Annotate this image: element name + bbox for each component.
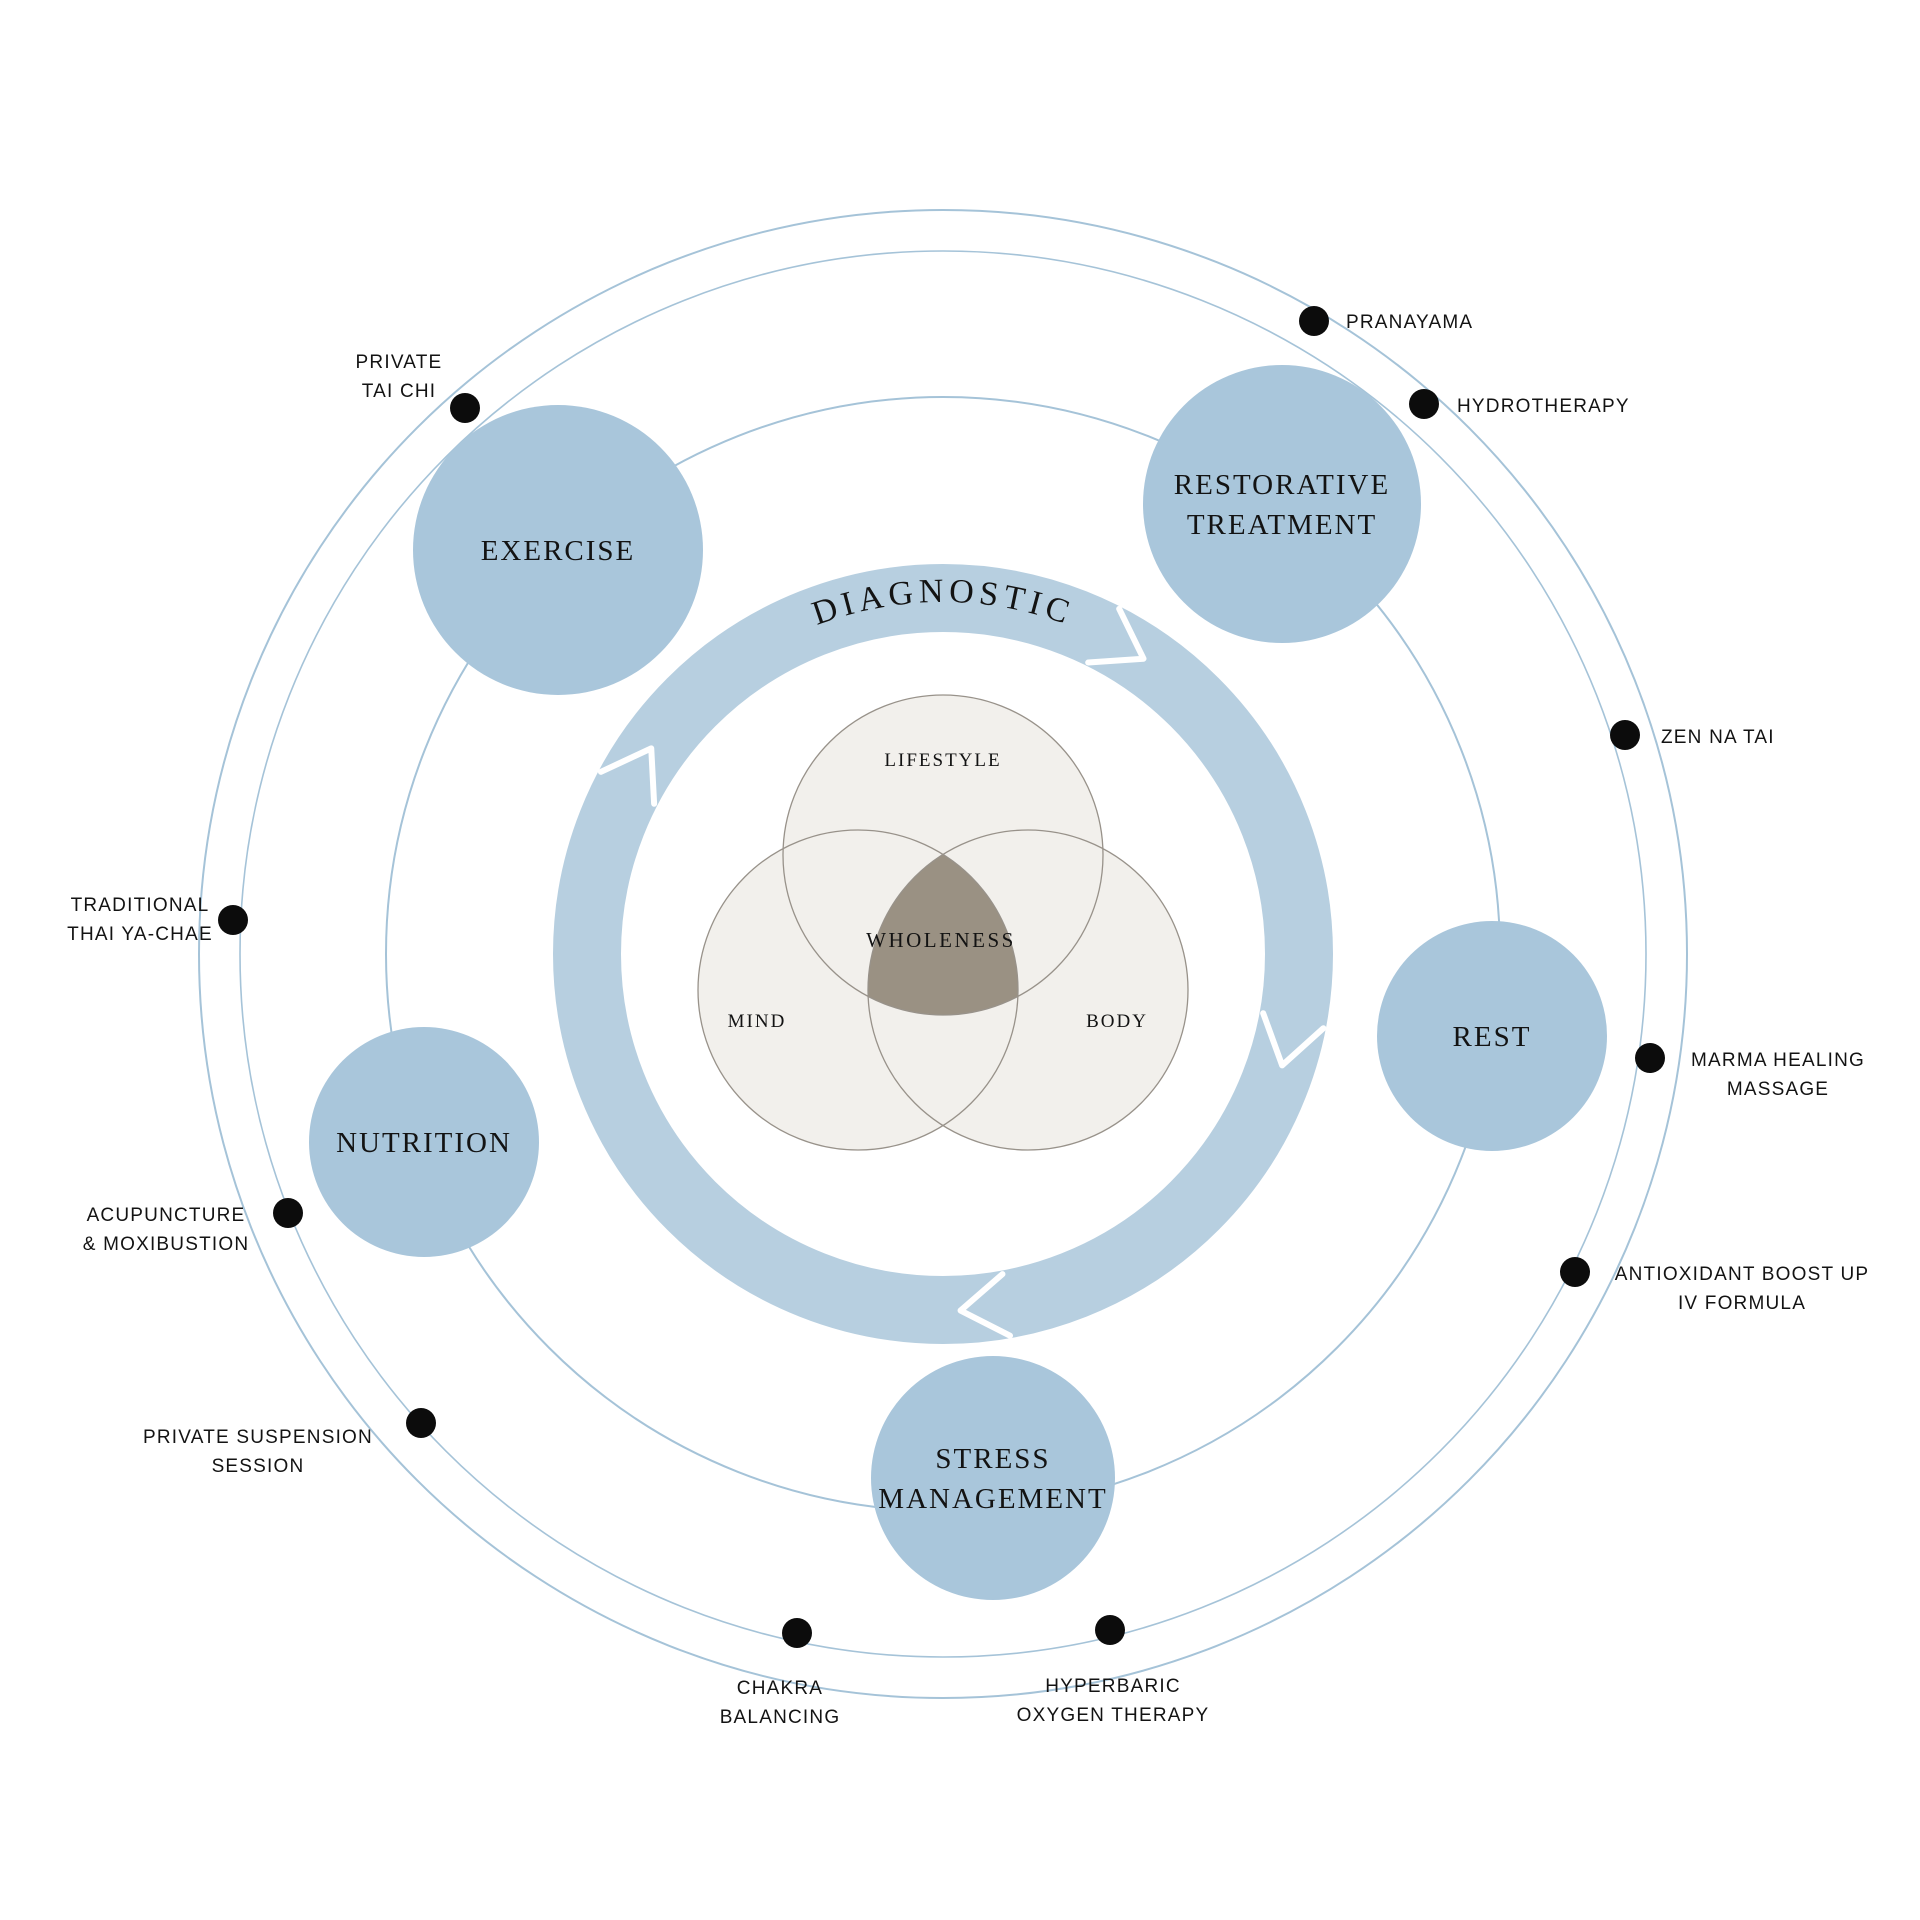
restorative-treatment-label-line: RESTORATIVE	[1174, 469, 1390, 501]
pranayama-label: PRANAYAMA	[1346, 312, 1473, 333]
hyperbaric-oxygen-therapy-dot	[1095, 1615, 1125, 1645]
satellite-chakra-balancing: CHAKRA BALANCING	[720, 1618, 841, 1728]
satellite-hydrotherapy: HYDROTHERAPY	[1409, 389, 1630, 419]
chakra-balancing-label: CHAKRA BALANCING	[720, 1678, 841, 1728]
stress-management-label-line: MANAGEMENT	[878, 1483, 1107, 1515]
private-tai-chi-dot	[450, 393, 480, 423]
hyperbaric-oxygen-therapy-label-line: OXYGEN THERAPY	[1017, 1705, 1210, 1726]
satellite-marma-healing-massage: MARMA HEALING MASSAGE	[1635, 1043, 1865, 1100]
outer-orbit	[198, 209, 1688, 1699]
antioxidant-boost-up-iv-formula-label-line: IV FORMULA	[1678, 1293, 1806, 1314]
pranayama-label-line: PRANAYAMA	[1346, 312, 1473, 333]
chakra-balancing-label-line: CHAKRA	[737, 1678, 823, 1699]
exercise-circle	[413, 405, 703, 695]
category-rest: REST	[1377, 921, 1607, 1151]
category-restorative-treatment: RESTORATIVE TREATMENT	[1143, 365, 1421, 643]
exercise-label-line: EXERCISE	[481, 535, 636, 567]
venn-label-lifestyle: LIFESTYLE	[884, 750, 1001, 771]
zen-na-tai-label: ZEN NA TAI	[1661, 727, 1775, 748]
satellite-private-tai-chi: PRIVATE TAI CHI	[356, 352, 480, 423]
marma-healing-massage-label: MARMA HEALING MASSAGE	[1691, 1050, 1865, 1100]
marma-healing-massage-label-line: MARMA HEALING	[1691, 1050, 1865, 1071]
hydrotherapy-dot	[1409, 389, 1439, 419]
chakra-balancing-label-line: BALANCING	[720, 1707, 841, 1728]
satellite-antioxidant-boost-up-iv-formula: ANTIOXIDANT BOOST UP IV FORMULA	[1560, 1257, 1870, 1314]
zen-na-tai-dot	[1610, 720, 1640, 750]
diagnostic-ring-layer: DIAGNOSTIC	[553, 564, 1333, 1344]
second-orbit	[239, 250, 1647, 1658]
private-suspension-session-label: PRIVATE SUSPENSION SESSION	[143, 1427, 373, 1477]
traditional-thai-ya-chae-label-line: TRADITIONAL	[71, 895, 210, 916]
satellite-zen-na-tai: ZEN NA TAI	[1610, 720, 1775, 750]
restorative-treatment-label-line: TREATMENT	[1187, 509, 1377, 541]
exercise-label: EXERCISE	[481, 535, 636, 567]
restorative-treatment-label: RESTORATIVE TREATMENT	[1174, 469, 1390, 541]
mind-circle-outline	[697, 829, 1019, 1151]
satellite-acupuncture-moxibustion: ACUPUNCTURE & MOXIBUSTION	[83, 1198, 303, 1255]
wholeness-label: WHOLENESS	[866, 928, 1016, 952]
stress-management-circle	[871, 1356, 1115, 1600]
flow-arrow-icon	[957, 1271, 1014, 1339]
venn-layer: LIFESTYLE MIND BODY WHOLENESS	[697, 694, 1189, 1151]
nutrition-circle	[309, 1027, 539, 1257]
diagnostic-ring	[553, 564, 1333, 1344]
body-circle-outline	[867, 829, 1189, 1151]
marma-healing-massage-label-line: MASSAGE	[1727, 1079, 1829, 1100]
flow-arrow-icon	[1260, 1010, 1327, 1069]
private-suspension-session-label-line: SESSION	[212, 1456, 305, 1477]
private-tai-chi-label: PRIVATE TAI CHI	[356, 352, 443, 402]
traditional-thai-ya-chae-label-line: THAI YA-CHAE	[67, 924, 213, 945]
lifestyle-circle-outline	[782, 694, 1104, 1016]
hyperbaric-oxygen-therapy-label-line: HYPERBARIC	[1045, 1676, 1181, 1697]
private-tai-chi-label-line: TAI CHI	[362, 381, 437, 402]
acupuncture-moxibustion-label-line: ACUPUNCTURE	[87, 1205, 246, 1226]
chakra-balancing-dot	[782, 1618, 812, 1648]
flow-arrow-icon	[1085, 605, 1147, 666]
hydrotherapy-label-line: HYDROTHERAPY	[1457, 396, 1630, 417]
rest-label: REST	[1453, 1021, 1532, 1053]
rest-circle	[1377, 921, 1607, 1151]
hydrotherapy-label: HYDROTHERAPY	[1457, 396, 1630, 417]
rest-label-line: REST	[1453, 1021, 1532, 1053]
category-circles-layer: EXERCISE RESTORATIVE TREATMENT REST NUTRITIO…	[309, 365, 1607, 1600]
antioxidant-boost-up-iv-formula-label-line: ANTIOXIDANT BOOST UP	[1615, 1264, 1870, 1285]
pranayama-dot	[1299, 306, 1329, 336]
nutrition-label: NUTRITION	[336, 1127, 512, 1159]
zen-na-tai-label-line: ZEN NA TAI	[1661, 727, 1775, 748]
traditional-thai-ya-chae-label: TRADITIONAL THAI YA-CHAE	[67, 895, 213, 945]
marma-healing-massage-dot	[1635, 1043, 1665, 1073]
category-nutrition: NUTRITION	[309, 1027, 539, 1257]
category-stress-management: STRESS MANAGEMENT	[871, 1356, 1115, 1600]
antioxidant-boost-up-iv-formula-label: ANTIOXIDANT BOOST UP IV FORMULA	[1615, 1264, 1870, 1314]
traditional-thai-ya-chae-dot	[218, 905, 248, 935]
restorative-treatment-circle	[1143, 365, 1421, 643]
venn-label-body: BODY	[1086, 1011, 1148, 1032]
private-suspension-session-label-line: PRIVATE SUSPENSION	[143, 1427, 373, 1448]
nutrition-label-line: NUTRITION	[336, 1127, 512, 1159]
private-suspension-session-dot	[406, 1408, 436, 1438]
satellite-hyperbaric-oxygen-therapy: HYPERBARIC OXYGEN THERAPY	[1017, 1615, 1210, 1726]
satellite-private-suspension-session: PRIVATE SUSPENSION SESSION	[143, 1408, 436, 1477]
hyperbaric-oxygen-therapy-label: HYPERBARIC OXYGEN THERAPY	[1017, 1676, 1210, 1726]
venn-label-mind: MIND	[728, 1011, 787, 1032]
flow-arrow-icon	[597, 745, 658, 807]
private-tai-chi-label-line: PRIVATE	[356, 352, 443, 373]
acupuncture-moxibustion-dot	[273, 1198, 303, 1228]
category-exercise: EXERCISE	[413, 405, 703, 695]
acupuncture-moxibustion-label-line: & MOXIBUSTION	[83, 1234, 250, 1255]
satellite-pranayama: PRANAYAMA	[1299, 306, 1473, 336]
satellite-traditional-thai-ya-chae: TRADITIONAL THAI YA-CHAE	[67, 895, 248, 945]
antioxidant-boost-up-iv-formula-dot	[1560, 1257, 1590, 1287]
stress-management-label: STRESS MANAGEMENT	[878, 1443, 1107, 1515]
satellites-layer: PRANAYAMA HYDROTHERAPY ZEN NA TAI MARMA HEA…	[67, 306, 1870, 1728]
stress-management-label-line: STRESS	[935, 1443, 1050, 1475]
wholeness-core	[867, 854, 1019, 1015]
acupuncture-moxibustion-label: ACUPUNCTURE & MOXIBUSTION	[83, 1205, 250, 1255]
